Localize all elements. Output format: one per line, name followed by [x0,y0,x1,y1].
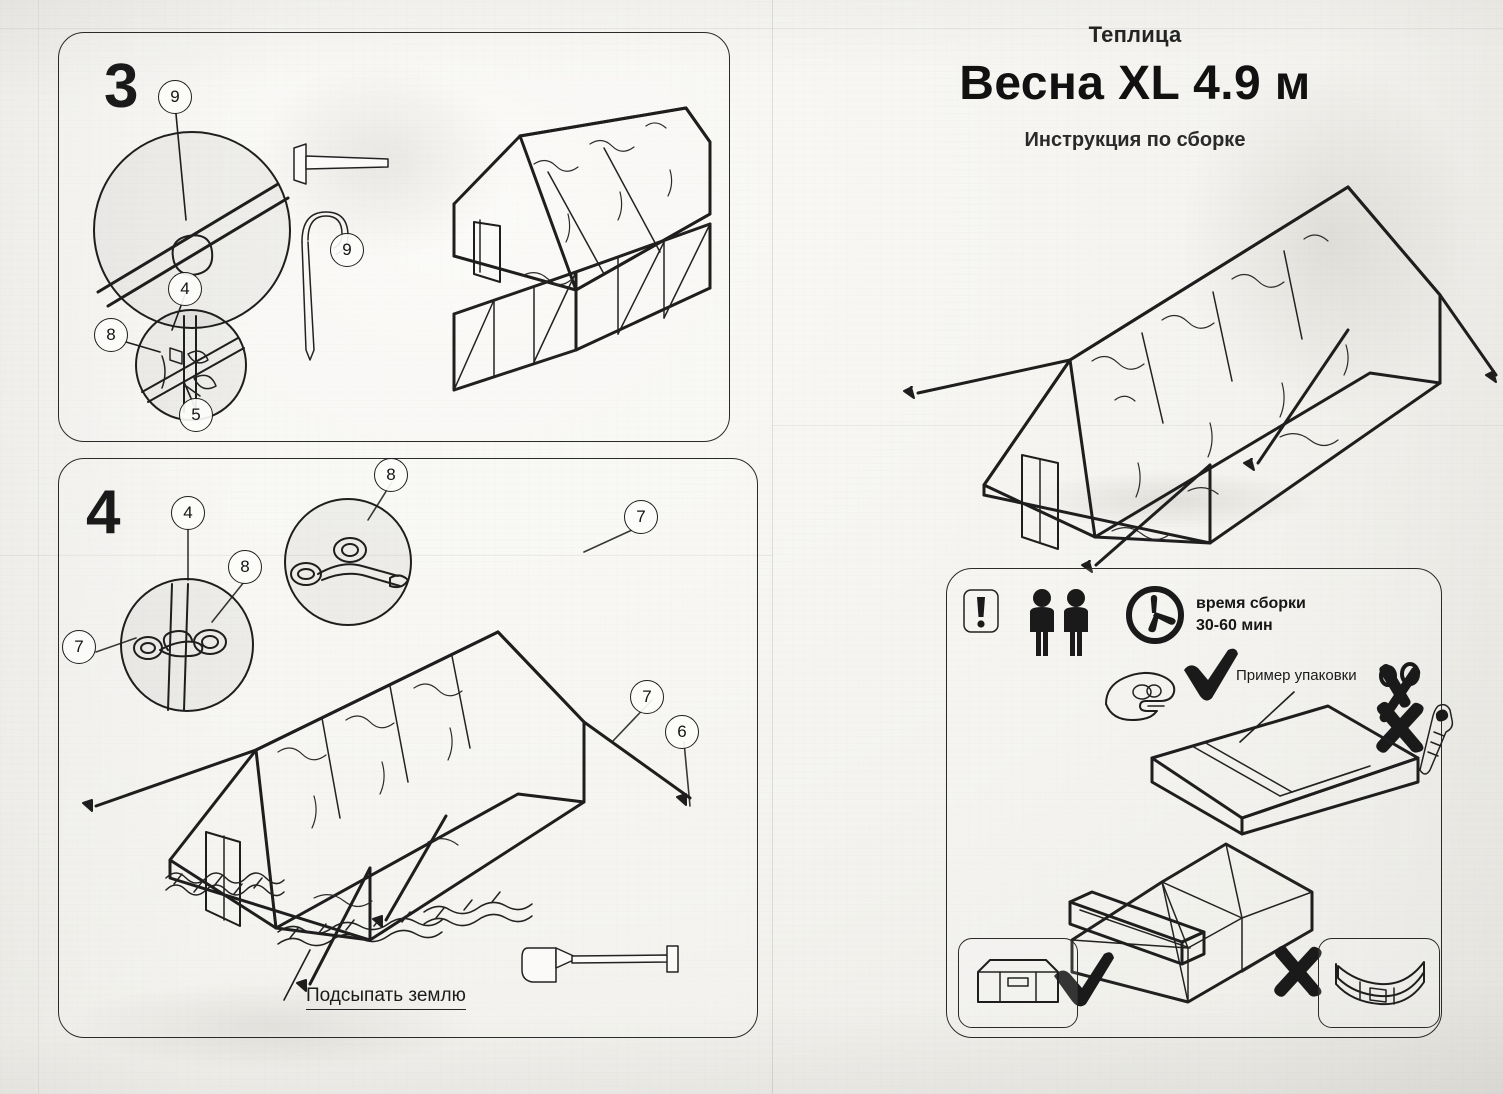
callout-6-stake: 6 [665,715,699,749]
callout-7-rope-right: 7 [630,680,664,714]
bent-box-icon [1335,961,1425,1006]
callout-8-grommet: 8 [228,550,262,584]
callout-5-clamp: 5 [179,398,213,432]
step-4-caption-leader [283,949,311,1001]
flat-box-illustration [1150,704,1420,836]
callout-7-rope-tie: 7 [624,500,658,534]
hero-greenhouse-illustration [903,185,1498,573]
step-3-detail-circle-loop [93,131,291,329]
profile-bar-illustration [1068,890,1206,966]
hammer-icon [293,143,389,185]
callout-9-stake: 9 [330,233,364,267]
packaging-label-leader [1239,691,1295,743]
callout-8-rope-tie: 8 [374,458,408,492]
flat-box-icon [977,959,1059,1003]
assembly-time-label: время сборки [1196,595,1306,612]
product-name: Весна XL 4.9 м [959,57,1311,110]
check-mark-packaging [1184,648,1238,701]
instruction-subtitle: Инструкция по сборке [1024,129,1246,151]
shovel-icon [521,945,679,983]
step-3-exploded-view [452,106,712,392]
step-4-detail-circle-rope-tie [284,498,412,626]
callout-4-clamp: 4 [168,272,202,306]
clock-icon [1126,586,1184,644]
step-3-number: 3 [104,52,139,121]
hand-open-icon [1105,672,1176,721]
check-mark-box [1054,952,1114,1007]
step-4-number: 4 [86,478,121,547]
callout-8-clamp: 8 [94,318,128,352]
packaging-label: Пример упаковки [1236,667,1357,684]
ground-stake-icon [301,211,349,361]
step-4-caption: Подсыпать землю [306,985,466,1010]
title-block: Теплица Весна XL 4.9 м Инструкция по сбо… [905,22,1365,152]
callout-4-grommet: 4 [171,496,205,530]
box-cutter-icon [1419,703,1454,775]
step-4-greenhouse-illustration [82,630,692,992]
callout-9-loop: 9 [158,80,192,114]
assembly-time-value: 30-60 мин [1196,617,1273,634]
step-4-panel [58,458,758,1038]
step-3-detail-circle-clamp [135,309,247,421]
two-persons-icon [1030,589,1088,656]
cross-mark-box [1274,945,1322,997]
exclamation-icon [963,589,999,633]
step-4-detail-circle-grommet-pole [120,578,254,712]
product-type: Теплица [1088,22,1182,47]
callout-7-grommet: 7 [62,630,96,664]
